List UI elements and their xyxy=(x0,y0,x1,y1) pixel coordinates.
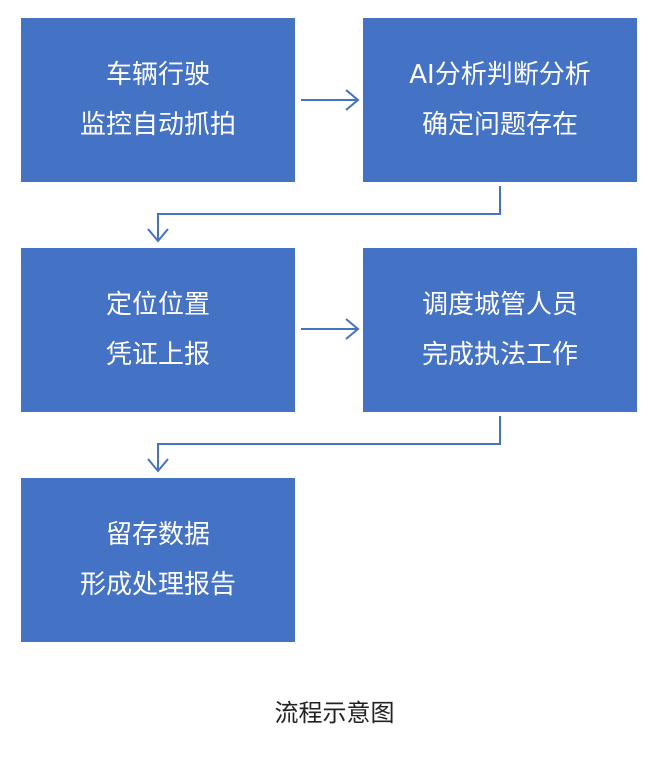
arrow-step1-to-step2 xyxy=(301,89,360,111)
step-5-line-2: 形成处理报告 xyxy=(79,570,236,600)
step-2-line-2: 确定问题存在 xyxy=(421,110,578,140)
arrow-step4-to-step5 xyxy=(147,416,501,473)
step-3-line-1: 定位位置 xyxy=(105,290,210,320)
step-4-line-1: 调度城管人员 xyxy=(421,290,578,320)
step-box-5: 留存数据 形成处理报告 xyxy=(21,478,295,642)
step-box-2: AI分析判断分析 确定问题存在 xyxy=(363,18,637,182)
step-3-line-2: 凭证上报 xyxy=(105,340,210,370)
step-5-line-1: 留存数据 xyxy=(105,520,210,550)
arrow-step3-to-step4 xyxy=(301,318,360,340)
step-2-line-1: AI分析判断分析 xyxy=(409,60,591,90)
step-box-3: 定位位置 凭证上报 xyxy=(21,248,295,412)
step-1-line-1: 车辆行驶 xyxy=(105,60,210,90)
step-1-line-2: 监控自动抓拍 xyxy=(79,110,236,140)
step-box-1: 车辆行驶 监控自动抓拍 xyxy=(21,18,295,182)
step-box-4: 调度城管人员 完成执法工作 xyxy=(363,248,637,412)
diagram-caption: 流程示意图 xyxy=(274,699,395,727)
step-4-line-2: 完成执法工作 xyxy=(421,340,578,370)
arrow-step2-to-step3 xyxy=(147,186,501,243)
